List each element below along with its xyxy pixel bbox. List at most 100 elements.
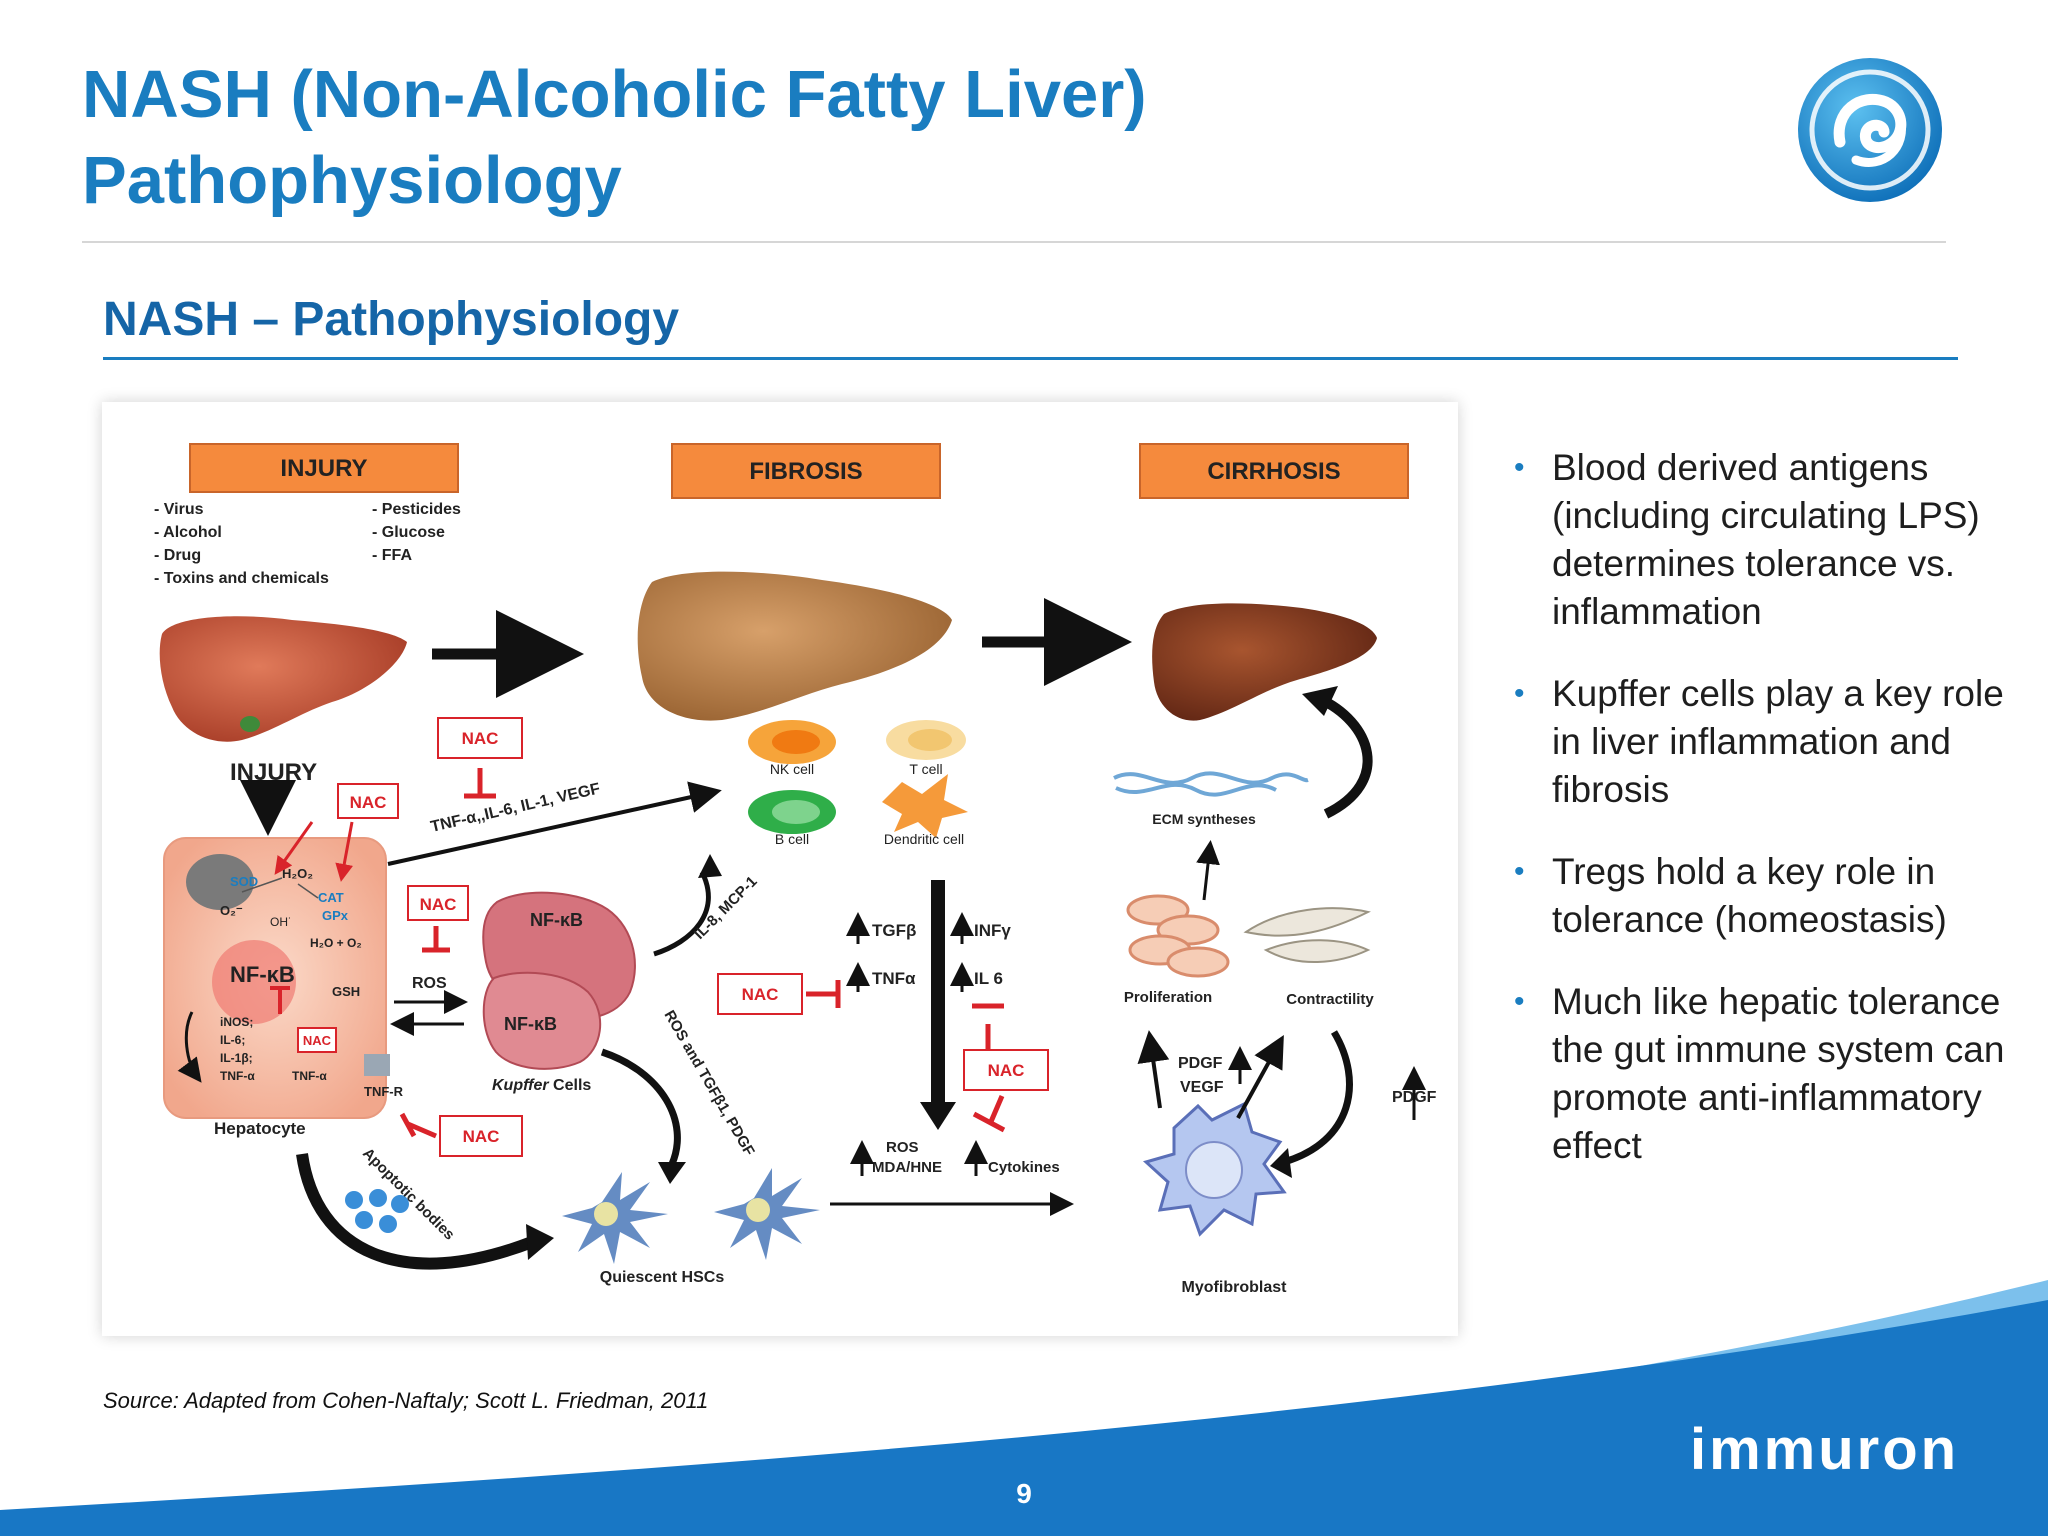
mediator-il6-mid: IL 6 — [974, 969, 1003, 988]
healthy-liver-image — [159, 616, 407, 742]
nac-box-injury — [337, 783, 399, 819]
bullet-list: • Blood derived antigens (including circu… — [1512, 444, 2032, 1204]
injury-label: INJURY — [230, 759, 317, 786]
nac-label-il6: NAC — [988, 1061, 1025, 1080]
mediator-mda: MDA/HNE — [872, 1159, 942, 1176]
mediator-il1b: IL-1β; — [220, 1051, 253, 1065]
dendritic-cell-label: Dendritic cell — [884, 831, 964, 847]
cause-pesticides: - Pesticides — [372, 501, 461, 518]
subtitle-divider — [103, 357, 1958, 360]
o2-label: O₂⁻ — [220, 903, 243, 918]
mediator-il6: IL-6; — [220, 1033, 245, 1047]
kupffer-to-hsc-arrow — [600, 1048, 681, 1166]
cytokine-arrow — [387, 781, 722, 866]
myofibroblast-label: Myofibroblast — [1182, 1279, 1288, 1296]
cause-alcohol: - Alcohol — [154, 524, 222, 541]
gsh-label: GSH — [332, 984, 360, 999]
kupffer-cells: NF-κB NF-κB — [482, 891, 636, 1070]
cirrhotic-liver-image — [1152, 603, 1377, 721]
h2o2-label: H₂O₂ — [282, 866, 313, 881]
bullet-item: •Tregs hold a key role in tolerance (hom… — [1512, 848, 2032, 944]
nac-label-tnfr: NAC — [463, 1127, 500, 1146]
mediator-inos: iNOS; — [220, 1015, 253, 1029]
fibrosis-mediators: TGFβ INFγ TNFα IL 6 ROS MDA/HNE Cytokine… — [872, 921, 1060, 1176]
gpx-label: GPx — [322, 908, 349, 923]
mediator-infg: INFγ — [974, 921, 1011, 940]
slide-title-line2: Pathophysiology — [82, 143, 622, 218]
bullet-dot-icon: • — [1514, 855, 1525, 888]
nac-box-tnfr — [439, 1115, 523, 1157]
vegf-label: VEGF — [1180, 1079, 1224, 1096]
nac-label-inner: NAC — [303, 1033, 332, 1048]
immuron-logo-icon — [1798, 58, 1942, 202]
kupffer-label-italic: Kupffer — [492, 1077, 549, 1094]
dendritic-cell-icon — [882, 774, 968, 838]
kupffer-nfkb-top: NF-κB — [530, 910, 583, 930]
cause-toxins: - Toxins and chemicals — [154, 570, 329, 587]
mediator-tgfb: TGFβ — [872, 921, 916, 940]
page-number: 9 — [1016, 1478, 1032, 1509]
quiescent-hsc-icons — [562, 1168, 820, 1264]
nk-cell-label: NK cell — [770, 761, 814, 777]
hepatocyte-tnfa-label: TNF-α — [292, 1069, 327, 1083]
cause-virus: - Virus — [154, 501, 204, 518]
myofibroblast-to-proliferation-arrow — [1137, 1030, 1170, 1109]
proliferation-cells-icon — [1126, 894, 1230, 978]
h2o-label: H₂O + O₂ — [310, 936, 362, 950]
bullet-dot-icon: • — [1514, 985, 1525, 1018]
slide-title: NASH (Non-Alcoholic Fatty Liver) Pathoph… — [82, 52, 1147, 224]
kupffer-label-rest: Cells — [549, 1077, 592, 1094]
cause-drug: - Drug — [154, 547, 201, 564]
source-citation: Source: Adapted from Cohen-Naftaly; Scot… — [103, 1388, 709, 1413]
section-subtitle: NASH – Pathophysiology — [103, 293, 680, 346]
nac-box-cytokines — [437, 717, 523, 759]
bullet-text: Kupffer cells play a key role in liver i… — [1552, 673, 2004, 810]
proliferation-to-ecm-arrow — [1196, 840, 1220, 901]
diagram-canvas: INJURY FIBROSIS CIRRHOSIS - Virus - Alco… — [154, 443, 1437, 1296]
immune-cells: NK cell T cell B cell Dendritic cell — [748, 720, 968, 847]
nac-box-tnfa — [717, 973, 803, 1015]
nac-box-ros — [407, 885, 469, 921]
stage-cirrhosis-label: CIRRHOSIS — [1207, 458, 1340, 485]
contractility-cells-icon — [1243, 907, 1371, 964]
brand-wordmark: immuron — [1690, 1417, 1960, 1482]
mediator-tnfa: TNF-α — [220, 1069, 255, 1083]
cause-glucose: - Glucose — [372, 524, 445, 541]
injury-causes: - Virus - Alcohol - Drug - Toxins and ch… — [154, 501, 461, 587]
ecm-to-cirrhosis-arrow — [1315, 693, 1373, 819]
cause-ffa: - FFA — [372, 547, 412, 564]
nac-label-injury: NAC — [350, 793, 387, 812]
quiescent-hsc-label: Quiescent HSCs — [600, 1269, 725, 1286]
bullet-item: • Kupffer cells play a key role in liver … — [1512, 670, 2032, 814]
stage-cirrhosis-box: CIRRHOSIS — [1139, 443, 1409, 499]
oh-label: OH˙ — [270, 915, 292, 929]
bullet-dot-icon: • — [1514, 677, 1525, 710]
fibrotic-liver-image — [637, 571, 952, 721]
slide-title-line1: NASH (Non-Alcoholic Fatty Liver) — [82, 57, 1147, 132]
ecm-fibers-icon — [1113, 771, 1309, 797]
myofibroblast-icon — [1142, 1101, 1287, 1237]
apoptotic-bodies-icon — [345, 1189, 409, 1233]
bullet-item: •Much like hepatic tolerance the gut imm… — [1512, 978, 2032, 1170]
up-arrows-mid — [846, 912, 988, 1176]
stage-injury-label: INJURY — [280, 455, 367, 482]
pdgf-label: PDGF — [1178, 1055, 1223, 1072]
hepatocyte-cell: SOD H₂O₂ O₂⁻ OH˙ CAT GPx H₂O + O₂ NF-κB … — [163, 837, 390, 1119]
bullet-dot-icon: • — [1514, 451, 1525, 484]
cytokine-arrow-label: TNF-α,,IL-6, IL-1, VEGF — [429, 780, 602, 836]
mediator-tnfa-mid: TNFα — [872, 969, 916, 988]
myofibroblast-to-contractility-arrow — [1236, 1034, 1284, 1119]
il8-arrow — [653, 870, 711, 957]
nac-label-ros: NAC — [420, 895, 457, 914]
contractility-label: Contractility — [1286, 991, 1374, 1008]
kupffer-label: Kupffer Cells — [492, 1077, 591, 1094]
ecm-label: ECM syntheses — [1152, 811, 1256, 827]
mediator-ros-mid: ROS — [886, 1139, 919, 1156]
bullet-text: Blood derived antigens (including circul… — [1552, 447, 1980, 632]
ros-label: ROS — [412, 975, 447, 992]
nac-label-tnfa: NAC — [742, 985, 779, 1004]
tnfr-label: TNF-R — [364, 1084, 404, 1099]
stage-fibrosis-label: FIBROSIS — [749, 458, 862, 485]
hepatocyte-nfkb-label: NF-κB — [230, 962, 295, 987]
kupffer-nfkb-bottom: NF-κB — [504, 1014, 557, 1034]
